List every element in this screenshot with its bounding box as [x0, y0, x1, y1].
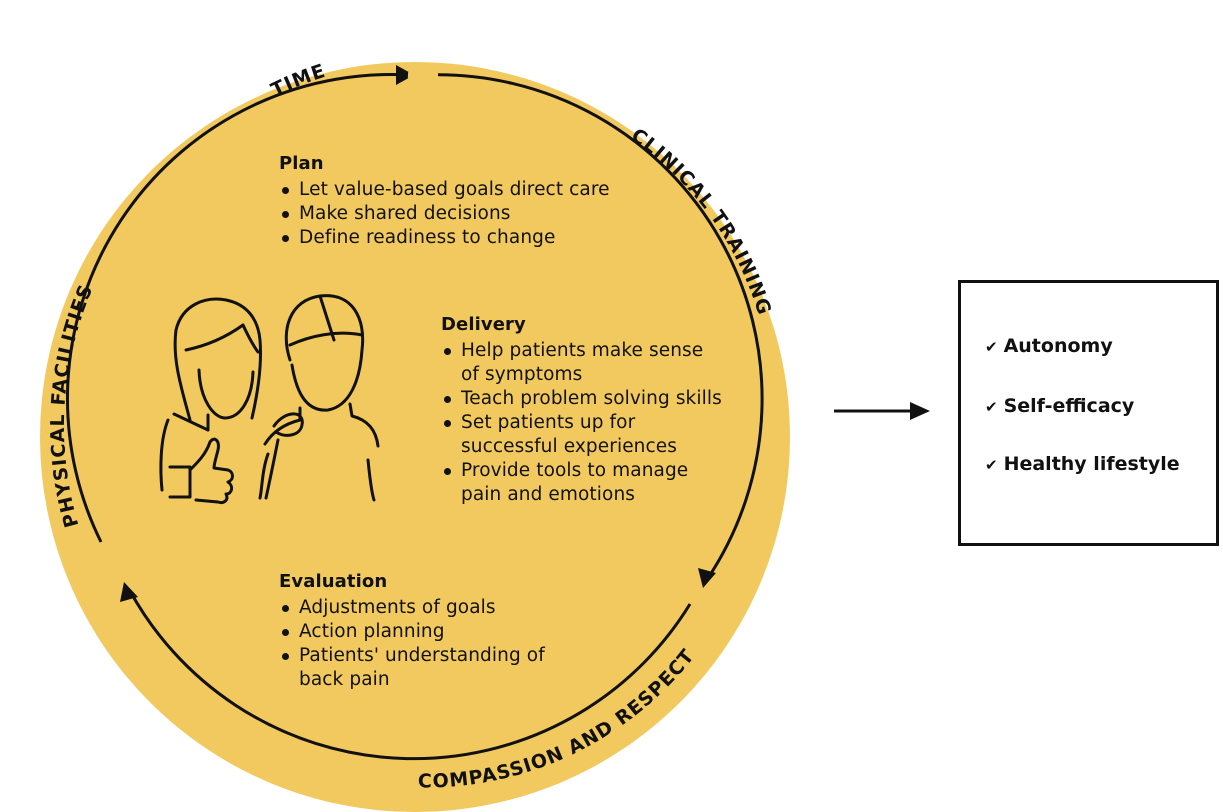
list-item: Action planning	[279, 620, 551, 644]
list-item: Provide tools to manage pain and emotion…	[441, 459, 723, 507]
list-item: Make shared decisions	[279, 202, 679, 226]
arrow-head-right	[698, 568, 716, 588]
arrow-head-left	[120, 582, 138, 602]
list-item: Set patients up for successful experienc…	[441, 411, 723, 459]
list-item: Patients' understanding of back pain	[279, 644, 551, 692]
plan-section: Plan Let value-based goals direct care M…	[279, 152, 679, 250]
evaluation-section: Evaluation Adjustments of goals Action p…	[279, 570, 551, 692]
outcome-self-efficacy: ✔ Self-efficacy	[985, 395, 1134, 417]
cycle-arrow-top	[65, 72, 411, 543]
outcome-label: Healthy lifestyle	[1003, 453, 1180, 475]
plan-list: Let value-based goals direct care Make s…	[279, 178, 679, 250]
outcome-label: Self-efficacy	[1003, 395, 1135, 417]
delivery-heading: Delivery	[441, 314, 526, 335]
list-item: Teach problem solving skills	[441, 387, 723, 411]
outcomes-box: ✔ Autonomy ✔ Self-efficacy ✔ Healthy lifest…	[958, 280, 1219, 546]
checkmark-icon: ✔	[985, 456, 998, 474]
delivery-list: Help patients make sense of symptoms Tea…	[441, 339, 723, 507]
plan-heading: Plan	[279, 153, 324, 174]
cycle-arrow-right	[425, 73, 764, 579]
outcome-arrow-head	[910, 402, 930, 420]
list-item: Help patients make sense of symptoms	[441, 339, 723, 387]
checkmark-icon: ✔	[985, 398, 998, 416]
outcome-healthy-lifestyle: ✔ Healthy lifestyle	[985, 453, 1180, 475]
outcome-autonomy: ✔ Autonomy	[985, 335, 1113, 357]
evaluation-list: Adjustments of goals Action planning Pat…	[279, 596, 551, 692]
evaluation-heading: Evaluation	[279, 571, 388, 592]
list-item: Define readiness to change	[279, 226, 679, 250]
delivery-section: Delivery Help patients make sense of sym…	[441, 313, 723, 507]
two-people-thumbs-up-icon	[159, 294, 380, 504]
list-item: Let value-based goals direct care	[279, 178, 679, 202]
background-circle	[40, 62, 790, 812]
arrow-head-top	[396, 65, 414, 85]
checkmark-icon: ✔	[985, 338, 998, 356]
list-item: Adjustments of goals	[279, 596, 551, 620]
cycle-arrow-bottom	[128, 590, 692, 761]
outcome-label: Autonomy	[1003, 335, 1113, 357]
